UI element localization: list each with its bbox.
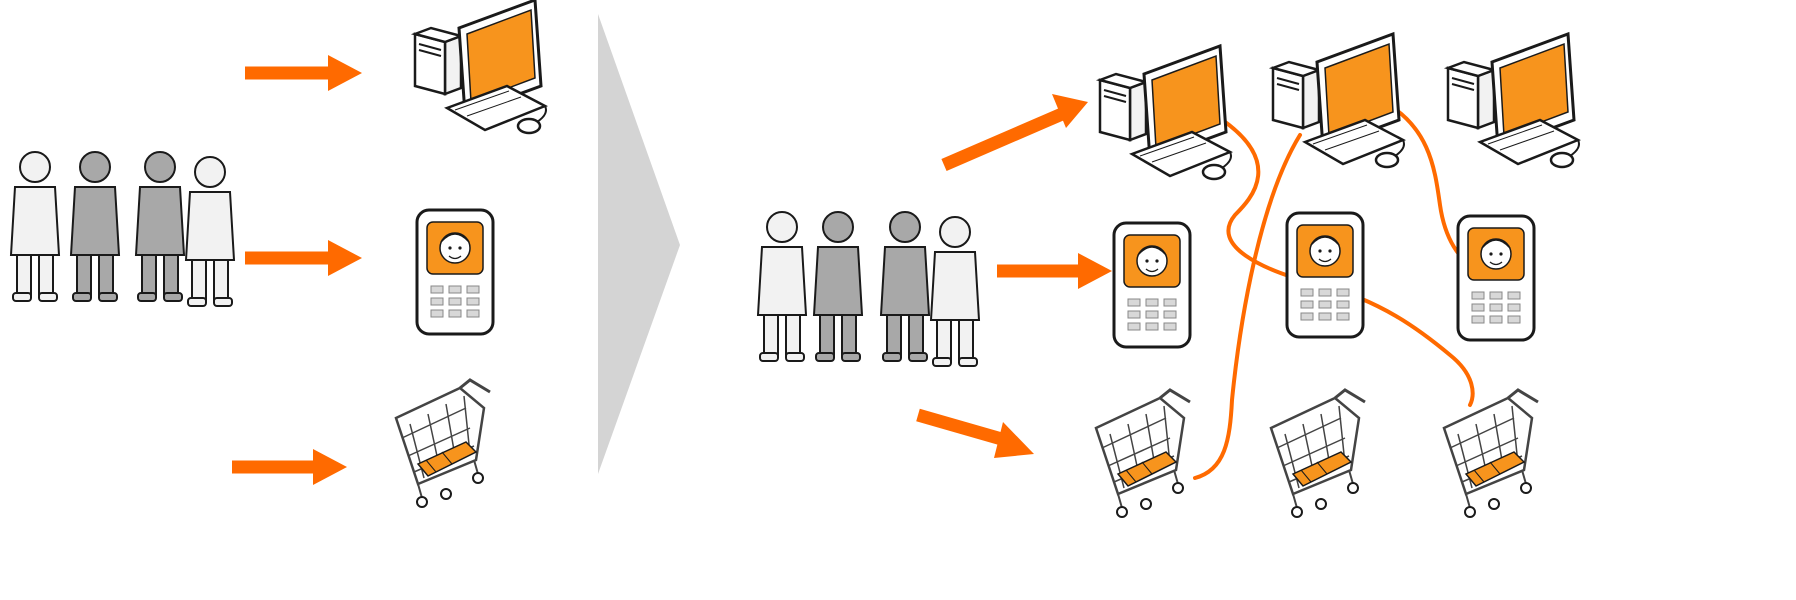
arrow-to-cart [916,408,1034,458]
left-people-group [10,151,235,307]
shopping-cart-icon [1442,388,1540,519]
desktop-computer-icon [413,0,548,135]
desktop-computer-icon [1098,44,1233,181]
shopping-cart-icon [394,378,492,509]
person-icon [135,151,185,302]
person-icon [930,216,980,367]
mobile-phone-icon [415,208,495,336]
mobile-phone-icon [1112,221,1192,349]
journey-path [1193,133,1302,480]
chevron-divider [598,14,680,474]
mobile-phone-icon [1456,214,1536,342]
left-channels [394,0,548,509]
right-arrows [916,94,1112,458]
arrow-to-cart [232,449,347,485]
person-icon [757,211,807,362]
arrow-to-phone [997,253,1112,289]
arrow-to-phone [245,240,362,276]
person-icon [880,211,930,362]
person-icon [185,156,235,307]
right-people-group [757,211,980,367]
person-icon [70,151,120,302]
shopping-cart-icon [1269,388,1367,519]
arrow-to-computer [941,94,1088,171]
person-icon [813,211,863,362]
right-channel-grid [1094,32,1581,519]
desktop-computer-icon [1446,32,1581,169]
left-arrows [232,55,362,485]
arrow-to-computer [245,55,362,91]
mobile-phone-icon [1285,211,1365,339]
shopping-cart-icon [1094,388,1192,519]
person-icon [10,151,60,302]
